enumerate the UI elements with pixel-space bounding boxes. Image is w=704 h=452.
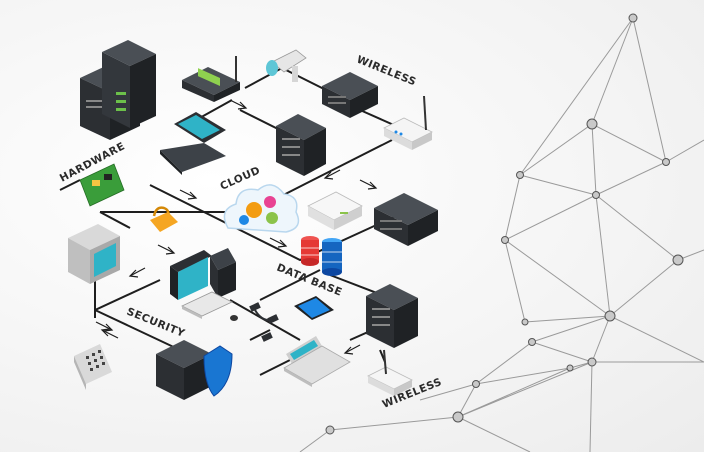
lock-icon <box>150 206 178 232</box>
server-box-icon <box>374 193 438 246</box>
smartphone-icon <box>294 296 334 320</box>
laptop-icon <box>160 112 226 175</box>
arrow-icon <box>100 328 119 339</box>
arrow-icon <box>323 169 341 180</box>
arrow-icon <box>359 179 378 190</box>
router-icon <box>182 56 240 102</box>
keypad-icon <box>74 344 112 390</box>
usb-cable-icon <box>249 302 279 342</box>
wireless-server-icon <box>322 72 378 118</box>
rack-server-icon <box>366 284 418 348</box>
security-camera-icon <box>266 49 307 82</box>
network-switch-icon <box>307 191 363 230</box>
arrow-icon <box>157 244 176 255</box>
label-cloud: CLOUD <box>218 164 262 192</box>
label-security: SECURITY <box>125 306 187 340</box>
laptop-icon <box>283 336 351 387</box>
wifi-router-icon <box>367 349 413 396</box>
network-mesh-background <box>299 13 704 452</box>
flow-arrows <box>95 99 378 355</box>
arrow-icon <box>229 99 248 110</box>
arrow-icon <box>269 237 288 248</box>
crt-monitor-icon <box>68 224 120 284</box>
arrow-icon <box>179 189 198 200</box>
keyboard-icon <box>181 291 238 321</box>
rack-server-icon <box>276 114 326 176</box>
server-tower-icon <box>80 40 156 140</box>
desktop-computer-icon <box>170 248 236 300</box>
wifi-router-icon <box>383 95 433 150</box>
arrow-icon <box>128 267 146 278</box>
arrow-icon <box>343 344 361 355</box>
hardware-board-icon <box>79 163 125 207</box>
cloud-gears-icon <box>223 184 300 233</box>
shield-server-icon <box>156 340 233 400</box>
database-icon <box>301 236 342 276</box>
